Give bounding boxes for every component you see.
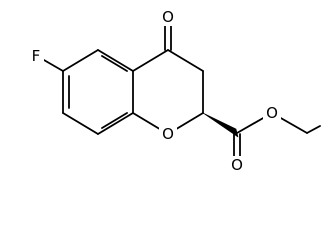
bond-c8-c7 (62, 112, 99, 135)
atom-ketone-oxygen: O (159, 8, 177, 26)
atom-fluorine: F (28, 47, 44, 65)
bond-c4a-c4 (132, 49, 169, 72)
aromatic-double-bond-2 (101, 55, 128, 72)
pyranone-ring (132, 49, 204, 135)
benzene-ring (62, 49, 134, 135)
ester-oxygen-label: O (266, 104, 278, 122)
bond-c4-c3 (167, 49, 204, 72)
bond-c8a-c8 (97, 112, 134, 135)
fluorine-label: F (32, 47, 41, 65)
atom-ring-oxygen: O (159, 125, 177, 143)
chemical-structure: F O O O O (28, 8, 321, 174)
bond-c6-c4a (97, 49, 134, 72)
aromatic-double-bond-3 (101, 112, 128, 129)
carbonyl-oxygen-label: O (231, 156, 243, 174)
bond-c5-c6 (62, 49, 99, 72)
ring-oxygen-label: O (162, 125, 174, 143)
atom-ester-oxygen: O (263, 104, 281, 122)
stereo-wedge-bond (202, 112, 239, 138)
atom-carbonyl-oxygen: O (228, 156, 246, 174)
bond-ch2-ch3 (306, 125, 321, 134)
ketone-oxygen-label: O (162, 8, 174, 26)
